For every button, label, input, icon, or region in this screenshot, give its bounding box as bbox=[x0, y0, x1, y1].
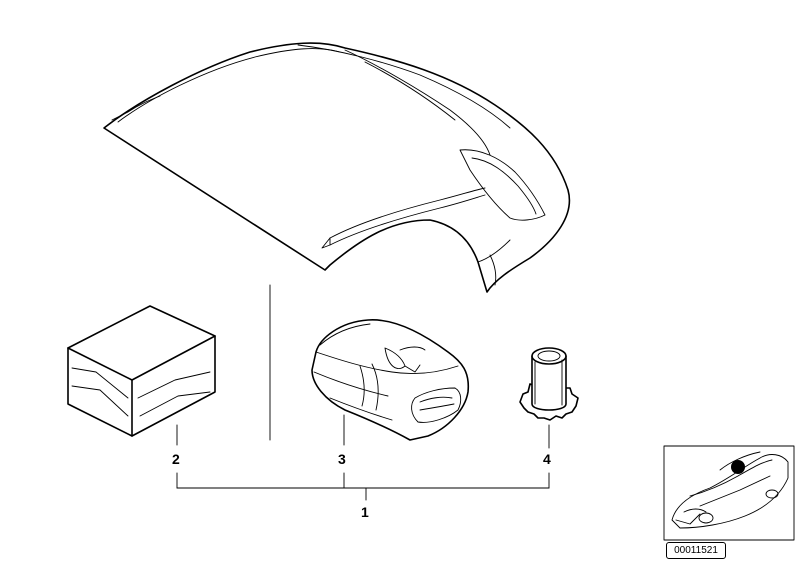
callout-leader-lines bbox=[176, 414, 550, 501]
part-2-box-illustration bbox=[67, 305, 216, 437]
callout-label-1: 1 bbox=[361, 504, 369, 520]
part-4-sleeve-illustration bbox=[519, 347, 579, 421]
diagram-code-label: 00011521 bbox=[666, 542, 726, 559]
location-marker-dot bbox=[731, 460, 745, 474]
part-3-storage-bag-illustration bbox=[311, 319, 470, 441]
callout-label-2: 2 bbox=[172, 451, 180, 467]
callout-label-3: 3 bbox=[338, 451, 346, 467]
callout-label-4: 4 bbox=[543, 451, 551, 467]
vehicle-locator-thumbnail bbox=[663, 445, 795, 541]
hardtop-roof-illustration bbox=[103, 42, 571, 293]
